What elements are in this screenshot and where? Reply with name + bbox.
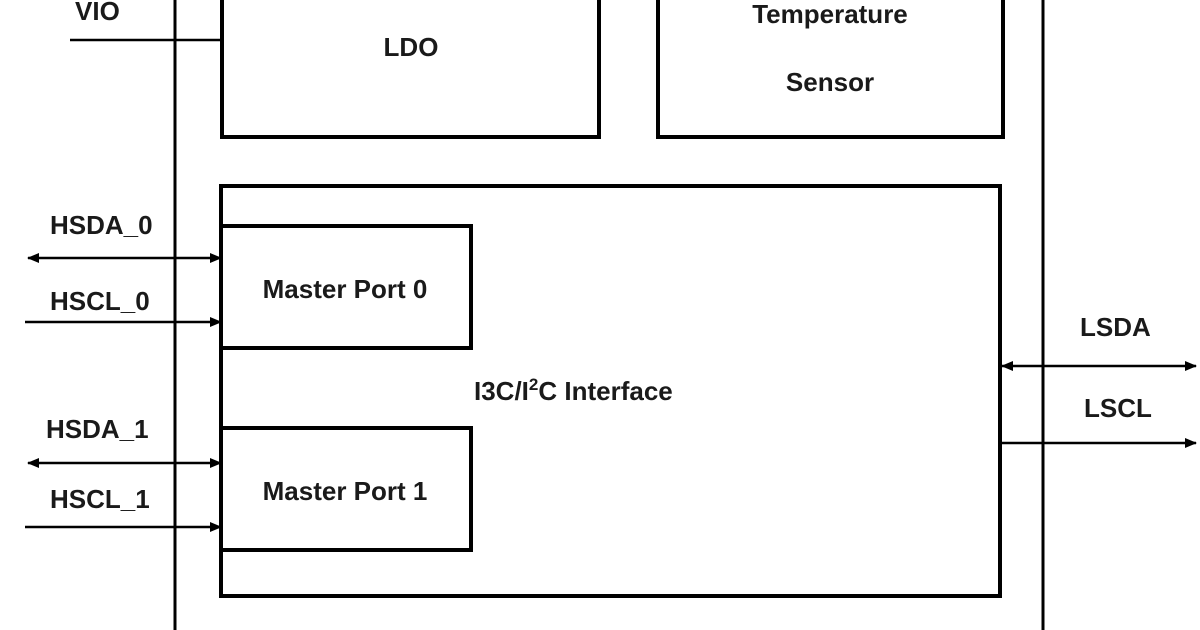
temperature-sensor-block <box>656 0 1005 139</box>
master-port-0-label: Master Port 0 <box>263 274 428 304</box>
lscl-label: LSCL <box>1084 393 1152 423</box>
ldo-block <box>220 0 601 139</box>
master-port-1-label: Master Port 1 <box>263 476 428 506</box>
temperature-sensor-label-line1: Temperature <box>752 0 908 29</box>
hsda-0-label: HSDA_0 <box>50 210 153 240</box>
master-port-0-block <box>219 224 473 350</box>
hscl-1-label: HSCL_1 <box>50 484 150 514</box>
vio-label: VIO <box>75 0 120 26</box>
i3c-i2c-interface-label: I3C/I2C Interface <box>474 375 673 406</box>
hsda-1-label: HSDA_1 <box>46 414 149 444</box>
master-port-1-block <box>219 426 473 552</box>
hscl-0-label: HSCL_0 <box>50 286 150 316</box>
lsda-label: LSDA <box>1080 312 1151 342</box>
temperature-sensor-label-line2: Sensor <box>786 67 874 97</box>
ldo-label: LDO <box>384 32 439 62</box>
